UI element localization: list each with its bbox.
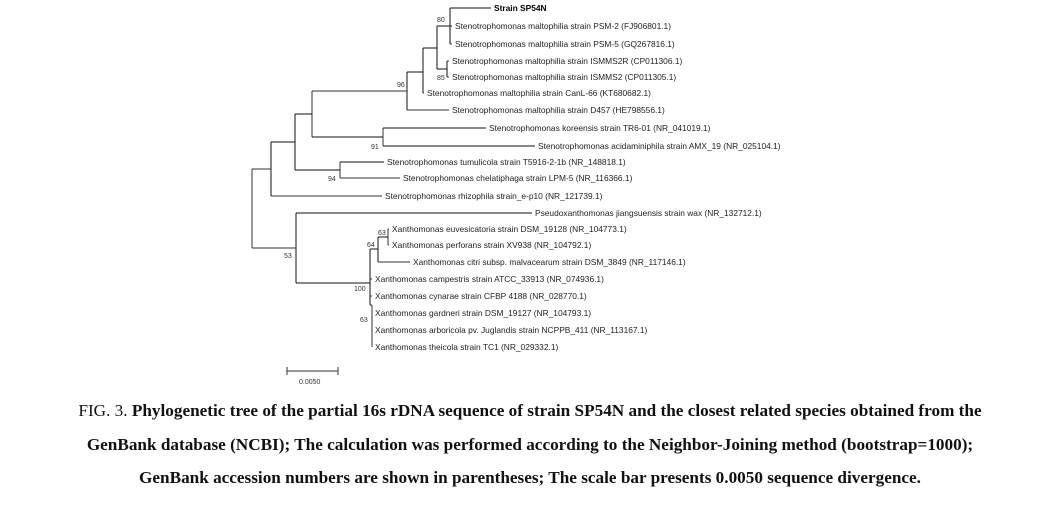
leaf-label-cynarae: Xanthomonas cynarae strain CFBP 4188 (NR… xyxy=(375,291,587,301)
bootstrap-64-7: 64 xyxy=(367,242,375,249)
leaf-label-d457: Stenotrophomonas maltophilia strain D457… xyxy=(452,105,665,115)
leaf-label-ismms2r: Stenotrophomonas maltophilia strain ISMM… xyxy=(452,56,682,66)
leaf-label-citri: Xanthomonas citri subsp. malvacearum str… xyxy=(413,257,686,267)
leaf-label-acidaminiphila: Stenotrophomonas acidaminiphila strain A… xyxy=(538,141,781,151)
bootstrap-100-8: 100 xyxy=(354,286,366,293)
caption-text: Phylogenetic tree of the partial 16s rDN… xyxy=(86,401,982,487)
bootstrap-80-0: 80 xyxy=(437,17,445,24)
leaf-label-euvesicatoria: Xanthomonas euvesicatoria strain DSM_191… xyxy=(392,224,627,234)
leaf-label-psm5: Stenotrophomonas maltophilia strain PSM-… xyxy=(455,39,675,49)
bootstrap-63-6: 63 xyxy=(378,230,386,237)
leaf-label-ismms2: Stenotrophomonas maltophilia strain ISMM… xyxy=(452,72,676,82)
bootstrap-91-3: 91 xyxy=(371,144,379,151)
leaf-label-chelatiphaga: Stenotrophomonas chelatiphaga strain LPM… xyxy=(403,173,633,183)
leaf-label-canl66: Stenotrophomonas maltophilia strain CanL… xyxy=(427,88,651,98)
leaf-label-rhizophila: Stenotrophomonas rhizophila strain_e-p10… xyxy=(385,191,603,201)
leaf-label-sp54n: Strain SP54N xyxy=(494,3,547,13)
leaf-label-koreensis: Stenotrophomonas koreensis strain TR6-01… xyxy=(489,123,711,133)
tree-branches xyxy=(251,7,535,347)
tree-labels: Strain SP54N Stenotrophomonas maltophilia… xyxy=(375,3,781,352)
scale-bar: 0.0050 xyxy=(286,367,339,386)
leaf-label-campestris: Xanthomonas campestris strain ATCC_33913… xyxy=(375,274,604,284)
leaf-label-tumulicola: Stenotrophomonas tumulicola strain T5916… xyxy=(387,157,626,167)
bootstrap-94-4: 94 xyxy=(328,176,336,183)
scale-bar-label: 0.0050 xyxy=(299,379,321,386)
phylogenetic-tree: Strain SP54N Stenotrophomonas maltophilia… xyxy=(251,3,781,386)
leaf-label-pseudoxantho: Pseudoxanthomonas jiangsuensis strain wa… xyxy=(535,208,762,218)
bootstrap-85-1: 85 xyxy=(437,75,445,82)
bootstrap-53-5: 53 xyxy=(284,253,292,260)
leaf-label-psm2: Stenotrophomonas maltophilia strain PSM-… xyxy=(455,21,671,31)
bootstrap-63-9: 63 xyxy=(360,317,368,324)
leaf-label-gardneri: Xanthomonas gardneri strain DSM_19127 (N… xyxy=(375,308,591,318)
leaf-label-theicola: Xanthomonas theicola strain TC1 (NR_0293… xyxy=(375,342,558,352)
figure-caption: FIG. 3. Phylogenetic tree of the partial… xyxy=(70,394,990,495)
leaf-label-perforans: Xanthomonas perforans strain XV938 (NR_1… xyxy=(392,240,591,250)
leaf-label-arboricola: Xanthomonas arboricola pv. Juglandis str… xyxy=(375,325,648,335)
caption-label: FIG. 3. xyxy=(78,401,128,420)
bootstrap-96-2: 96 xyxy=(397,82,405,89)
